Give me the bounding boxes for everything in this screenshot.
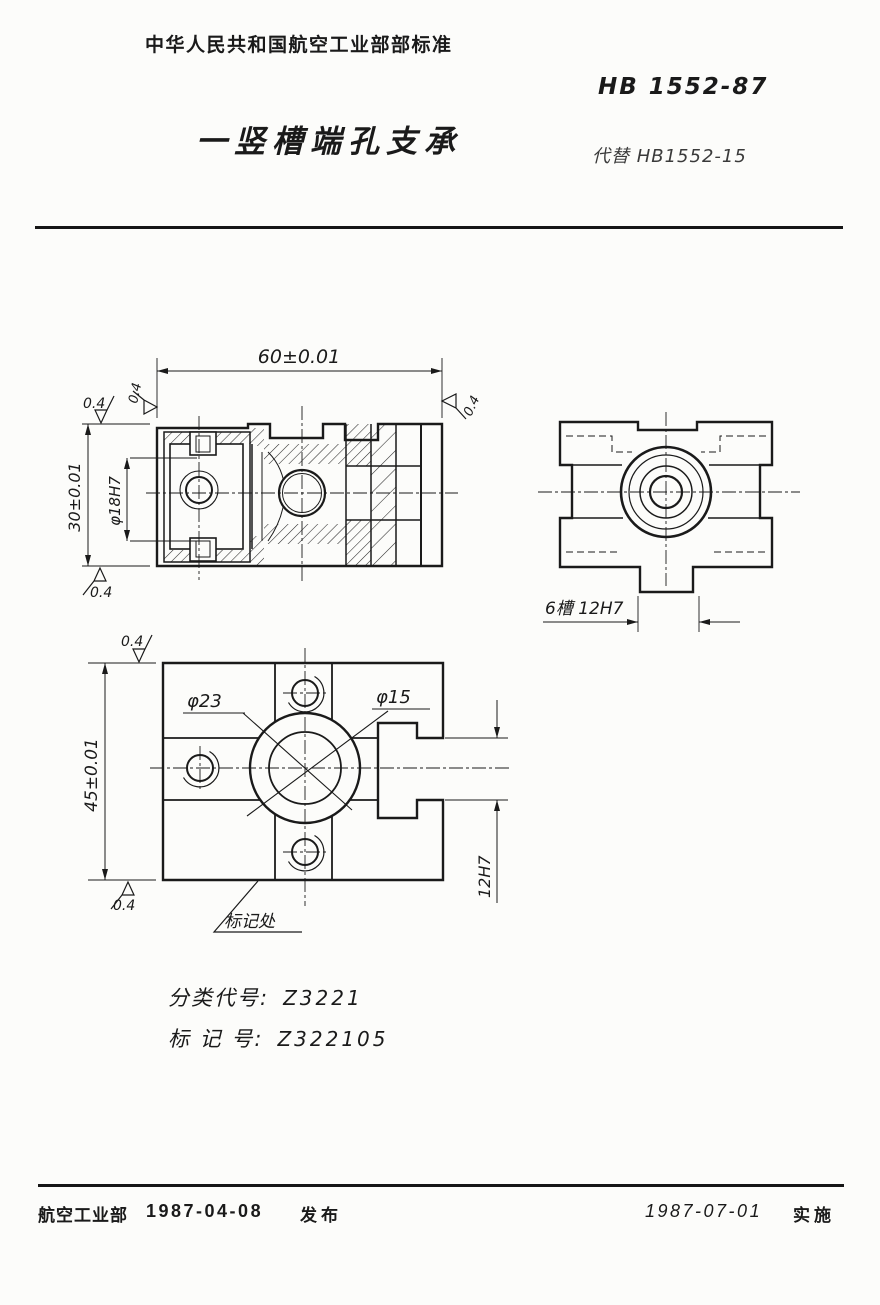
footer-issue-label: 发布 [300, 1206, 342, 1225]
roughness-value: 0.4 [113, 898, 135, 914]
front-view [146, 406, 458, 584]
dim-plan-height-label: 45±0.01 [82, 738, 102, 812]
plan-view-centerlines [150, 648, 512, 906]
marking-leader: 标记处 [212, 880, 302, 933]
front-view-centerlines [146, 406, 458, 584]
side-view-outline [558, 420, 774, 594]
mark-no-row: 标 记 号: Z322105 [168, 1023, 389, 1053]
roughness-symbol-left-edge: 0.4 [126, 381, 159, 416]
classification-block: 分类代号: Z3221 标 记 号: Z322105 [168, 982, 389, 1064]
class-code-row: 分类代号: Z3221 [168, 982, 389, 1012]
roughness-value: 0.4 [83, 396, 105, 412]
front-view-dimensions: 60±0.01 30±0.01 φ18H7 0.4 0.4 0.4 [65, 346, 483, 601]
mark-no-label: 标 记 号: [168, 1027, 264, 1051]
class-code-value: Z3221 [283, 986, 363, 1010]
mark-no-value: Z322105 [277, 1027, 389, 1051]
roughness-symbol-top-right: 0.4 [440, 393, 483, 420]
plan-view-outline [161, 661, 445, 882]
standard-org-title: 中华人民共和国航空工业部部标准 [145, 35, 453, 56]
roughness-symbol-plan-top: 0.4 [121, 634, 153, 664]
roughness-value: 0.4 [90, 585, 112, 601]
dim-height-label: 30±0.01 [65, 462, 84, 531]
roughness-value: 0.4 [121, 634, 143, 650]
roughness-value: 0.4 [461, 394, 483, 419]
plan-slot-lines [163, 663, 378, 880]
roughness-symbol-plan-bottom: 0.4 [110, 880, 135, 914]
dim-counterbore-label: φ23 [187, 691, 222, 712]
marking-label: 标记处 [224, 912, 276, 932]
footer-impl-date: 1987-07-01 [645, 1201, 763, 1221]
side-view-hidden-lines [566, 435, 766, 553]
standard-number: HB 1552-87 [598, 74, 769, 100]
side-view: 6槽 12H7 [538, 412, 800, 632]
dim-bore-label: φ18H7 [106, 476, 124, 526]
class-code-label: 分类代号: [168, 986, 270, 1010]
dim-slot-label: 6槽 12H7 [545, 599, 624, 619]
footer-issuer: 航空工业部 [38, 1206, 128, 1225]
footer-rule [38, 1184, 844, 1187]
header-rule [35, 226, 843, 229]
dim-slot-width-label: 12H7 [475, 855, 494, 898]
dim-hole-label: φ15 [376, 687, 411, 708]
footer-issue-date: 1987-04-08 [146, 1201, 264, 1221]
footer-impl-label: 实施 [793, 1206, 835, 1225]
front-view-hatching [164, 424, 396, 566]
side-view-centerlines [538, 412, 800, 586]
front-view-outline [155, 422, 444, 568]
plan-view: φ23 φ15 [82, 634, 512, 933]
roughness-value: 0.4 [126, 381, 145, 404]
dim-width-label: 60±0.01 [258, 346, 340, 368]
roughness-symbol-bottom-left: 0.4 [82, 566, 112, 601]
roughness-symbol-top-left: 0.4 [83, 395, 115, 425]
replaces-note: 代替 HB1552-15 [592, 146, 747, 167]
page-title: 一竖槽端孔支承 [196, 124, 462, 160]
